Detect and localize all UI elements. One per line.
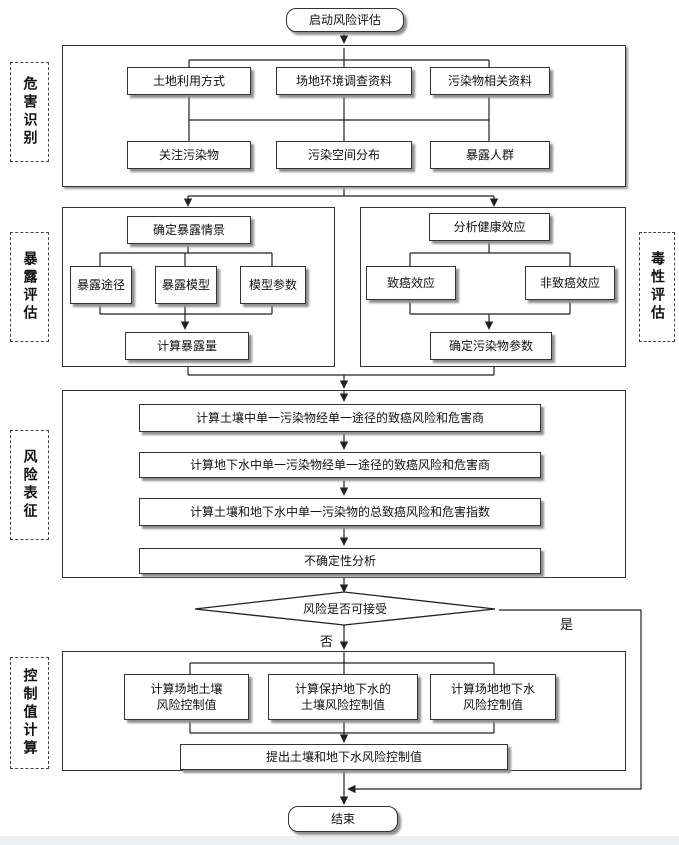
- ctrl-gw-box: 计算场地地下水 风险控制值: [430, 674, 556, 720]
- stage-exposure-assessment: 暴露评估: [10, 232, 49, 342]
- exposed-population-box: 暴露人群: [430, 141, 550, 169]
- ctrl-soil-box: 计算场地土壤 风险控制值: [124, 674, 249, 720]
- stage-hazard-identification: 危害识别: [10, 62, 49, 162]
- exposure-pathway-box: 暴露途径: [70, 266, 132, 304]
- concern-pollutants-box: 关注污染物: [127, 141, 251, 169]
- edge-label-no: 否: [320, 635, 334, 650]
- calc-total-risk-box: 计算土壤和地下水中单一污染物的总致癌风险和危害指数: [139, 498, 541, 526]
- pollutant-info-box: 污染物相关资料: [430, 67, 550, 95]
- pollutant-params-box: 确定污染物参数: [430, 332, 552, 360]
- land-use-box: 土地利用方式: [127, 67, 251, 95]
- non-carcinogenic-box: 非致癌效应: [525, 266, 615, 300]
- propose-control-box: 提出土壤和地下水风险控制值: [180, 744, 508, 770]
- calc-groundwater-risk-box: 计算地下水中单一污染物经单一途径的致癌风险和危害商: [139, 452, 541, 478]
- site-survey-box: 场地环境调查资料: [276, 67, 412, 95]
- hazard-identification-group: [62, 45, 626, 187]
- decision-diamond: [194, 591, 496, 626]
- calc-exposure-box: 计算暴露量: [125, 332, 249, 360]
- toxicity-assessment-group: [360, 207, 626, 367]
- decision-text: 风险是否可接受: [302, 602, 387, 616]
- exposure-model-box: 暴露模型: [155, 266, 217, 304]
- health-effects-box: 分析健康效应: [429, 213, 550, 241]
- risk-characterization-group: [62, 390, 626, 578]
- spatial-distribution-box: 污染空间分布: [276, 141, 412, 169]
- stage-risk-characterization: 风险表征: [10, 430, 49, 540]
- stage-toxicity-assessment: 毒性评估: [639, 232, 675, 342]
- start-node: 启动风险评估: [286, 8, 404, 32]
- uncertainty-analysis-box: 不确定性分析: [139, 548, 541, 574]
- end-node: 结束: [288, 806, 398, 832]
- bottom-strip: [0, 836, 679, 845]
- calc-soil-risk-box: 计算土壤中单一污染物经单一途径的致癌风险和危害商: [139, 404, 541, 432]
- edge-label-yes: 是: [560, 618, 574, 633]
- stage-control-value-calc: 控制值计算: [10, 657, 49, 769]
- exposure-assessment-group: [62, 207, 335, 367]
- carcinogenic-box: 致癌效应: [366, 266, 456, 300]
- ctrl-gw-protect-box: 计算保护地下水的 土壤风险控制值: [268, 674, 418, 720]
- control-value-group: [62, 651, 626, 771]
- model-params-box: 模型参数: [240, 266, 306, 304]
- exposure-scenario-box: 确定暴露情景: [127, 216, 251, 244]
